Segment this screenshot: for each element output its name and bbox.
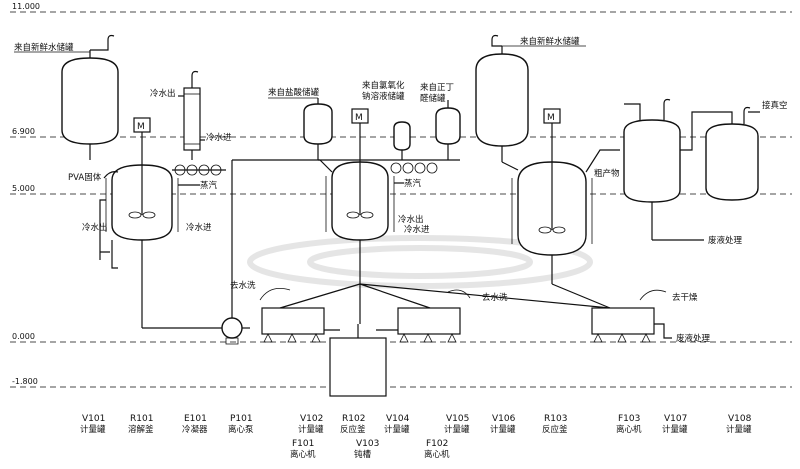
section-dissolution: 来自新鲜水储罐 M PVA固体 冷水出 冷水进 冷水出 冷水进 (14, 34, 320, 345)
to-vacuum-label: 接真空 (762, 100, 788, 111)
equipment-name: 计量罐 (80, 424, 106, 435)
level-label: 0.000 (12, 332, 35, 341)
centrifuge-f102 (397, 307, 461, 335)
flowmeters (390, 162, 438, 174)
cooling-water-in-label: 冷水进 (206, 132, 232, 143)
cooling-water-in-label: 冷水进 (186, 222, 212, 233)
equipment-code: V102 (300, 414, 323, 424)
equipment-code: V101 (82, 414, 105, 424)
equipment-code: V107 (664, 414, 687, 424)
butyraldehyde-label: 醛储罐 (420, 93, 446, 104)
equipment-code: V104 (386, 414, 410, 424)
dryer-label: 去干燥 (672, 292, 698, 303)
cooling-water-out-label: 冷水出 (398, 214, 424, 225)
motor-label: M (355, 113, 363, 123)
level-label: 5.000 (12, 184, 35, 193)
tank-v108 (705, 123, 759, 201)
equipment-name: 反应釜 (542, 424, 568, 435)
section-reaction: 来自盐酸储罐 M 冷水出 冷水进 蒸汽 来自氯氧化 钠溶液储罐 来自正丁 醛储罐 (230, 80, 611, 397)
waste-liquid-label: 废液处理 (676, 333, 711, 344)
tank-v101 (61, 57, 119, 145)
equipment-legend: V101 计量罐 R101 溶解釜 E101 冷凝器 P101 离心泵 V102… (80, 414, 752, 460)
product-label: 粗产物 (594, 168, 620, 179)
wash-label: 去水洗 (482, 292, 508, 303)
watermark (247, 235, 593, 289)
centrifuge-f103 (591, 307, 655, 335)
cooling-water-in-label: 冷水进 (404, 224, 430, 235)
equipment-code: E101 (184, 414, 207, 424)
tank-v107 (623, 119, 681, 203)
equipment-code: R103 (544, 414, 567, 424)
equipment-name: 反应釜 (340, 424, 366, 435)
hypochlorite-label: 钠溶液储罐 (362, 91, 405, 102)
equipment-code: V103 (356, 439, 379, 449)
steam-label: 蒸汽 (200, 180, 218, 191)
cooling-water-out-label: 冷水出 (150, 88, 176, 99)
equipment-name: 溶解釜 (128, 424, 154, 435)
wash-label: 去水洗 (230, 280, 256, 291)
equipment-code: R101 (130, 414, 153, 424)
condenser-e101 (183, 87, 201, 151)
tank-v105 (435, 107, 461, 145)
equipment-name: 离心机 (616, 424, 642, 435)
cooling-water-out-label: 冷水出 (82, 222, 108, 233)
equipment-name: 计量罐 (444, 424, 470, 435)
equipment-code: V108 (728, 414, 752, 424)
equipment-name: 计量罐 (384, 424, 410, 435)
motor-label: M (547, 113, 555, 123)
tank-v106 (475, 53, 529, 147)
tank-v104 (393, 121, 411, 151)
level-label: -1.800 (12, 377, 38, 386)
level-label: 11.000 (12, 2, 40, 11)
level-label: 6.900 (12, 127, 35, 136)
centrifuge-f101 (261, 307, 325, 335)
pump-p101 (221, 317, 243, 339)
equipment-code: F102 (426, 439, 448, 449)
equipment-name: 钝槽 (354, 449, 372, 460)
equipment-code: F101 (292, 439, 314, 449)
equipment-name: 离心机 (424, 449, 450, 460)
waste-liquid-label: 废液处理 (708, 235, 743, 246)
equipment-code: F103 (618, 414, 640, 424)
equipment-name: 离心泵 (228, 424, 254, 435)
equipment-name: 离心机 (290, 449, 316, 460)
equipment-name: 计量罐 (662, 424, 688, 435)
motor-label: M (137, 122, 145, 132)
equipment-name: 计量罐 (726, 424, 752, 435)
equipment-name: 计量罐 (490, 424, 516, 435)
tank-v103 (329, 337, 387, 397)
equipment-name: 计量罐 (298, 424, 324, 435)
equipment-code: V106 (492, 414, 516, 424)
tank-v102 (303, 103, 333, 145)
flowmeters (172, 164, 226, 176)
section-separation: 来自新鲜水储罐 M 粗产物 废液处理 接真空 去干燥 (475, 34, 788, 344)
hydrochloric-acid-label: 来自盐酸储罐 (268, 87, 320, 98)
equipment-code: P101 (230, 414, 253, 424)
equipment-code: R102 (342, 414, 365, 424)
fresh-water-label: 来自新鲜水储罐 (520, 36, 580, 47)
steam-label: 蒸汽 (404, 178, 422, 189)
butyraldehyde-label: 来自正丁 (420, 82, 454, 93)
equipment-code: V105 (446, 414, 469, 424)
pva-solid-label: PVA固体 (68, 172, 102, 183)
equipment-name: 冷凝器 (182, 424, 208, 435)
hypochlorite-label: 来自氯氧化 (362, 80, 405, 91)
fresh-water-label: 来自新鲜水储罐 (14, 42, 74, 53)
